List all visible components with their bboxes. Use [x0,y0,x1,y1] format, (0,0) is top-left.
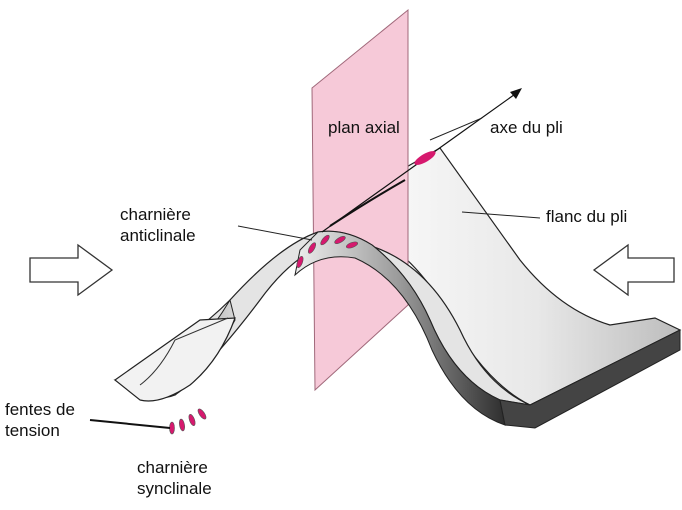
syncline-end [114,317,236,402]
label-charniere-synclinale-2: synclinale [137,479,212,498]
label-fentes-1: fentes de [5,400,75,419]
label-fentes-2: tension [5,421,60,440]
label-plan-axial: plan axial [328,118,400,137]
label-flanc-du-pli: flanc du pli [546,207,628,226]
fold-thickness [294,230,506,426]
label-charniere-anticlinale-1: charnière [120,205,191,224]
label-charniere-anticlinale-2: anticlinale [120,226,196,245]
axial-plane [311,8,409,392]
axis-arrowhead-icon [510,88,522,99]
tension-gashes-anticline [296,234,359,269]
label-charniere-synclinale-1: charnière [137,458,208,477]
compression-arrow-right-icon [592,243,675,297]
fold-right-slab [499,329,681,429]
tension-gash-axis [414,151,436,165]
tension-gashes-syncline [169,408,207,435]
label-axe-du-pli: axe du pli [490,118,563,137]
compression-arrow-left-icon [29,243,114,297]
